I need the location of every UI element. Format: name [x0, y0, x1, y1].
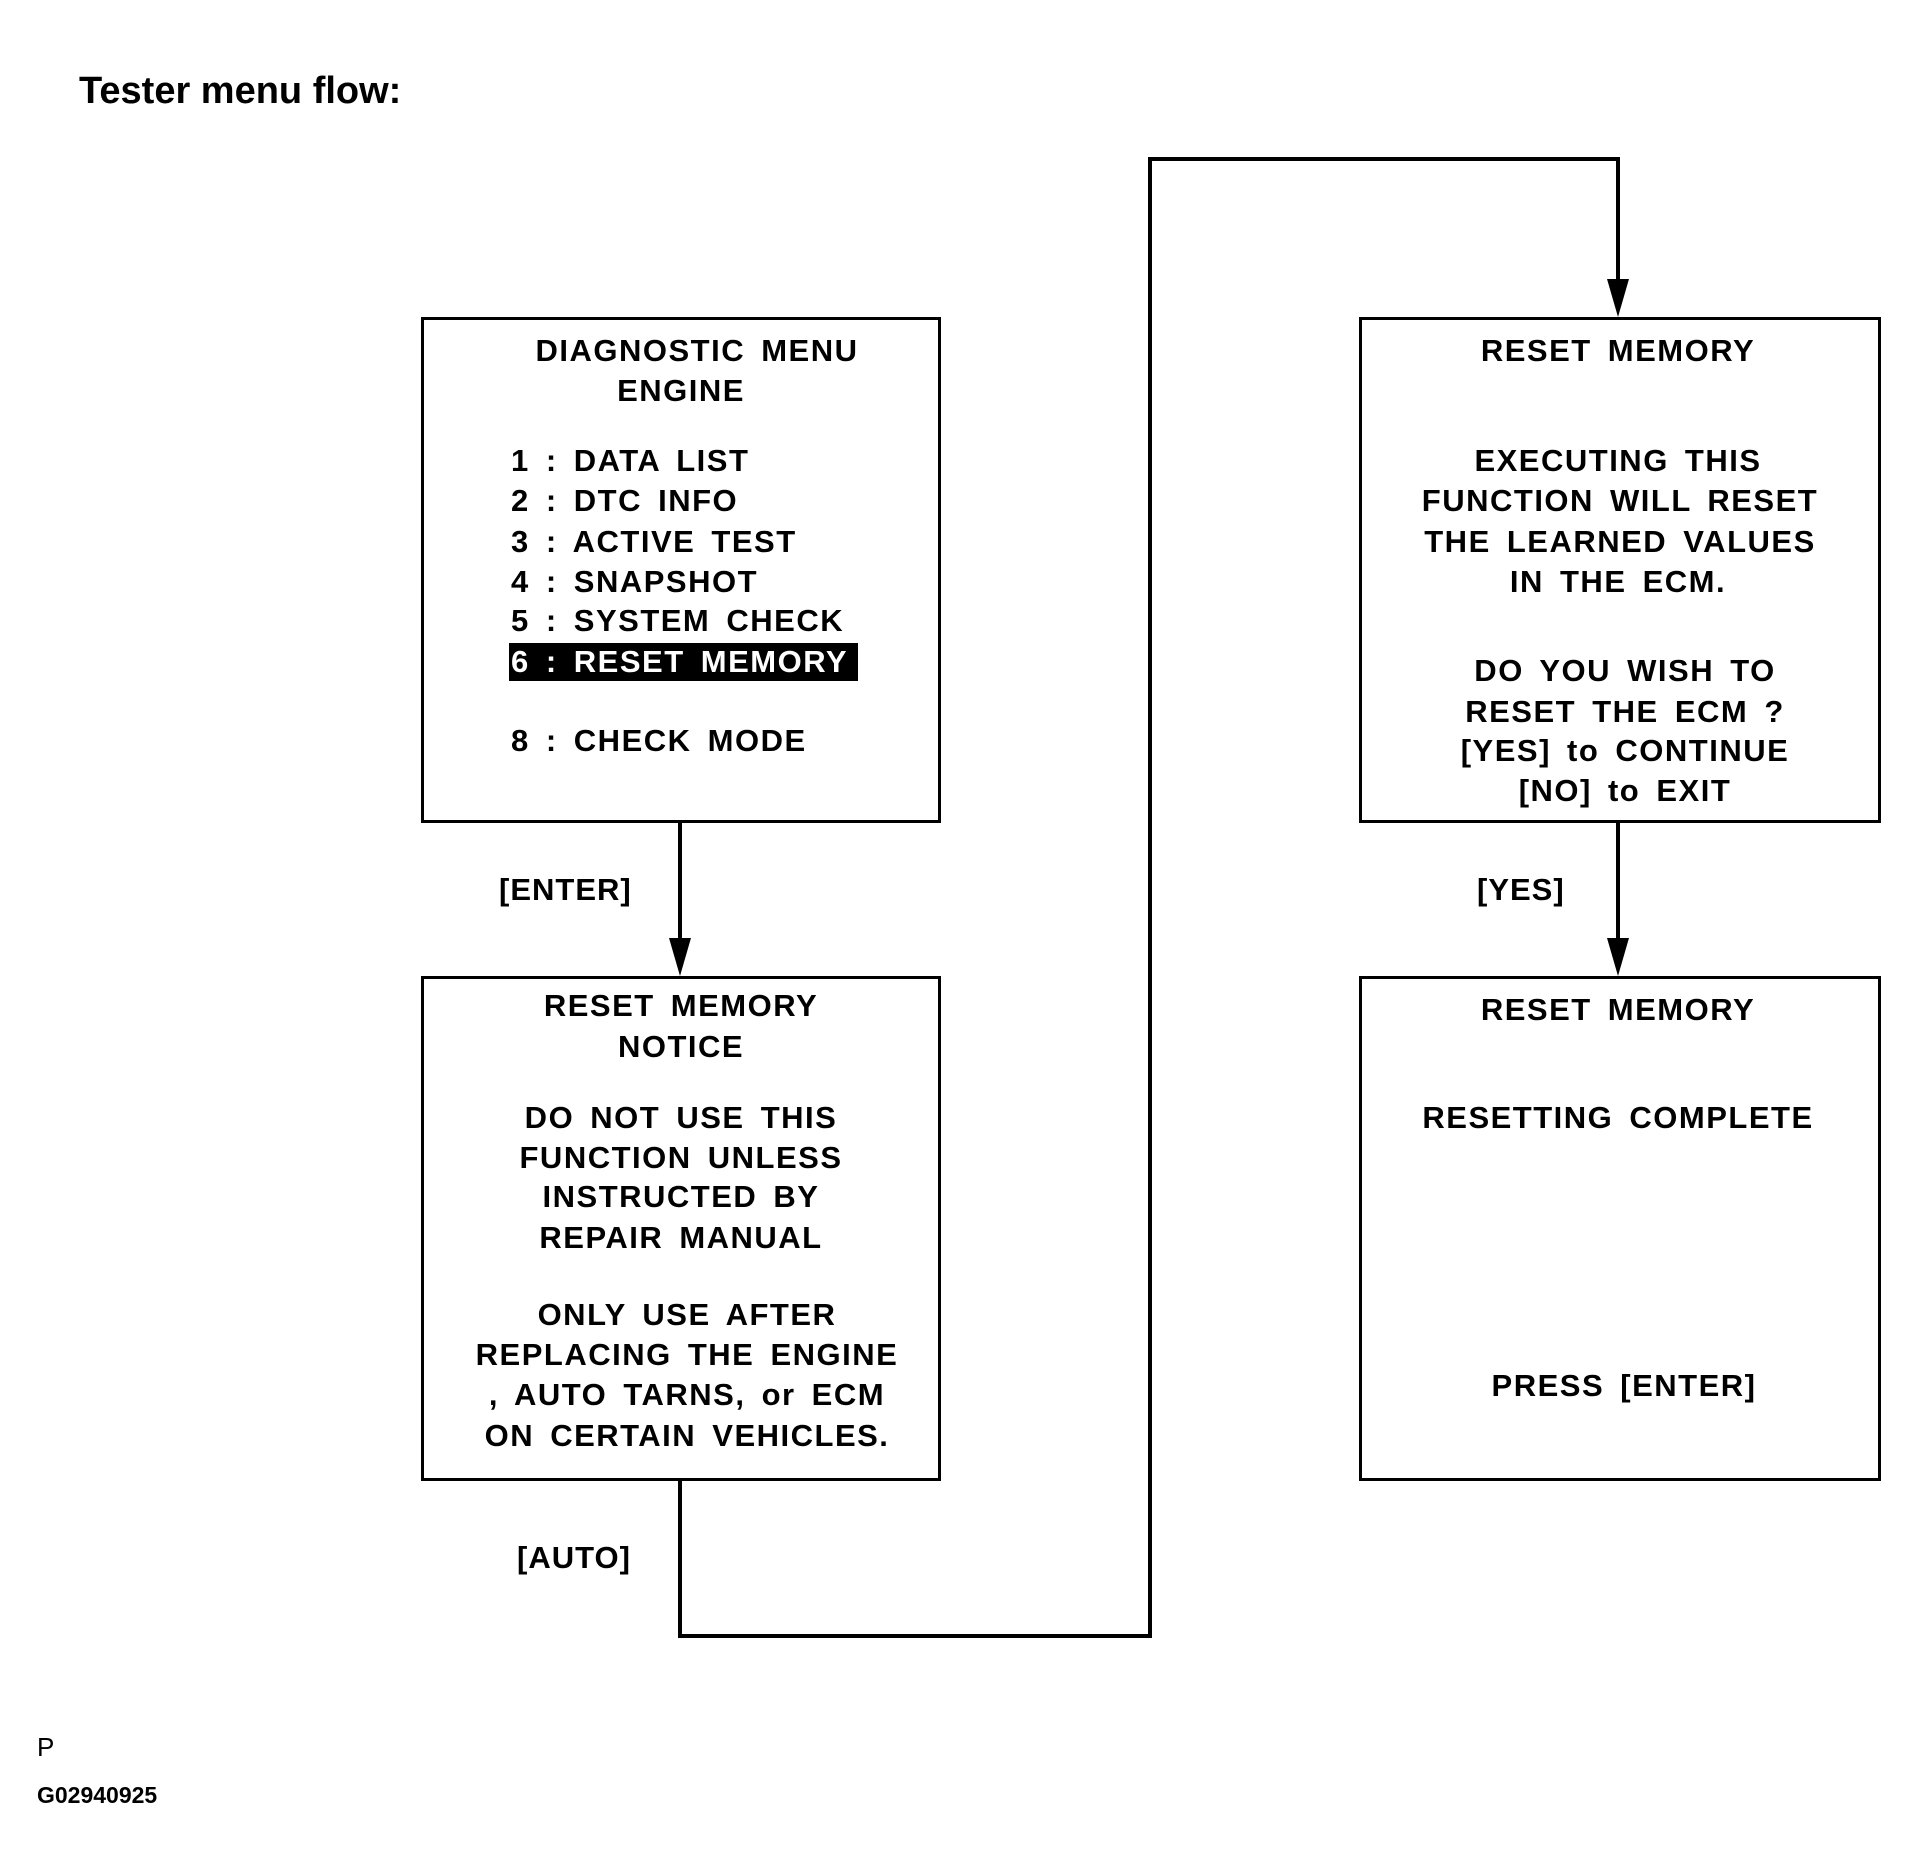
diagram-title: Tester menu flow:: [79, 70, 402, 112]
diagnostic-menu-screen: [421, 317, 941, 823]
confirm-no-option: [NO] to EXIT: [1518, 773, 1732, 808]
figure-code: G02940925: [37, 1782, 158, 1808]
enter-key-label: [ENTER]: [499, 872, 632, 907]
notice-line: ON CERTAIN VEHICLES.: [484, 1418, 890, 1453]
menu-item-dtc-info[interactable]: 2 : DTC INFO: [511, 483, 739, 518]
confirm-screen: [1359, 317, 1881, 823]
menu-item-snapshot[interactable]: 4 : SNAPSHOT: [511, 564, 759, 599]
notice-line: , AUTO TARNS, or ECM: [488, 1377, 886, 1412]
arrowhead-yes: [1607, 938, 1629, 976]
menu-item-active-test[interactable]: 3 : ACTIVE TEST: [511, 524, 797, 559]
auto-label: [AUTO]: [517, 1540, 631, 1575]
confirm-line: RESET MEMORY: [1480, 333, 1756, 368]
confirm-line: RESET THE ECM ?: [1465, 694, 1785, 729]
notice-line: RESET MEMORY: [543, 988, 819, 1023]
confirm-line: IN THE ECM.: [1509, 564, 1727, 599]
complete-press-enter: PRESS [ENTER]: [1491, 1368, 1757, 1403]
confirm-line: THE LEARNED VALUES: [1424, 524, 1816, 559]
notice-line: NOTICE: [617, 1029, 745, 1064]
notice-line: FUNCTION UNLESS: [519, 1140, 843, 1175]
complete-line: RESET MEMORY: [1480, 992, 1756, 1027]
complete-screen: [1359, 976, 1881, 1481]
arrowhead-auto: [1607, 279, 1629, 317]
menu-heading: DIAGNOSTIC MENU: [535, 333, 859, 368]
confirm-line: EXECUTING THIS: [1474, 443, 1762, 478]
menu-subheading: ENGINE: [617, 373, 745, 408]
confirm-line: DO YOU WISH TO: [1474, 653, 1776, 688]
complete-line: RESETTING COMPLETE: [1422, 1100, 1814, 1135]
menu-item-system-check[interactable]: 5 : SYSTEM CHECK: [511, 603, 845, 638]
menu-item-data-list[interactable]: 1 : DATA LIST: [511, 443, 750, 478]
menu-item-reset-memory-selected[interactable]: 6 : RESET MEMORY: [509, 643, 859, 681]
yes-key-label: [YES]: [1477, 872, 1565, 907]
confirm-yes-option: [YES] to CONTINUE: [1460, 733, 1790, 768]
arrowhead-enter: [669, 938, 691, 976]
figure-mark: P: [37, 1732, 55, 1762]
confirm-line: FUNCTION WILL RESET: [1421, 483, 1819, 518]
notice-line: REPAIR MANUAL: [539, 1220, 823, 1255]
notice-line: REPLACING THE ENGINE: [475, 1337, 899, 1372]
notice-line: INSTRUCTED BY: [542, 1179, 820, 1214]
connector-auto: [678, 157, 1620, 1638]
menu-item-check-mode[interactable]: 8 : CHECK MODE: [511, 723, 807, 758]
notice-line: DO NOT USE THIS: [524, 1100, 838, 1135]
notice-line: ONLY USE AFTER: [537, 1297, 837, 1332]
notice-screen: [421, 976, 941, 1481]
